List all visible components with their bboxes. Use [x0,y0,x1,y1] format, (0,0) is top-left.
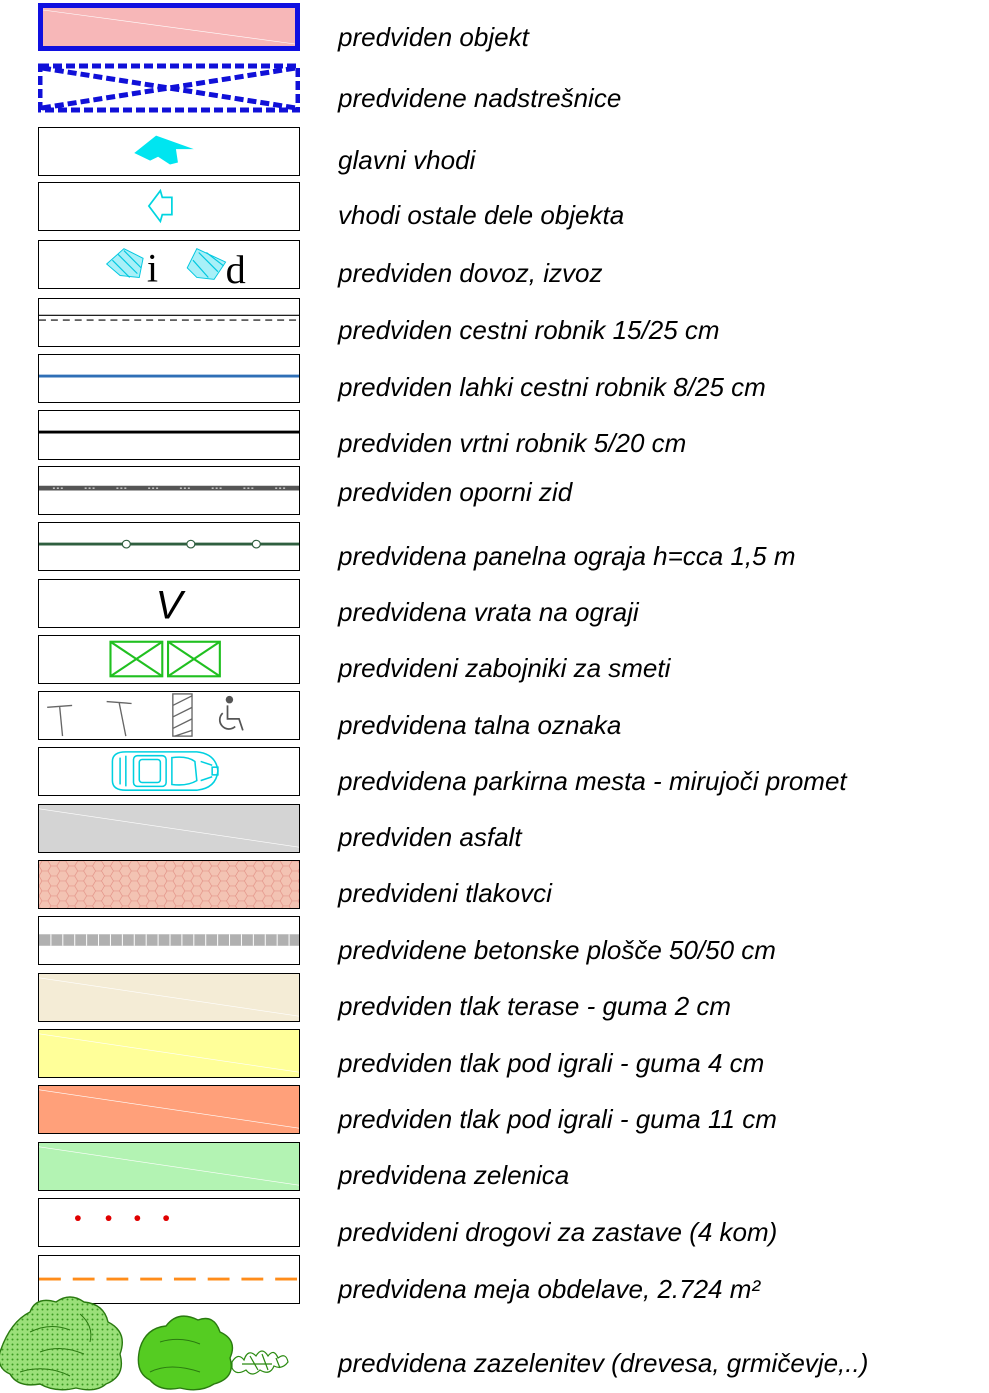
gate-letter: V [156,582,186,627]
legend-label: predviden lahki cestni robnik 8/25 cm [338,372,766,402]
legend-label: predvidena vrata na ograji [338,597,639,627]
symbol-panelna-ograja [38,522,300,571]
legend-label: predvideni zabojniki za smeti [338,653,671,683]
arrow-solid-icon [134,135,194,165]
symbol-oporni-zid [38,466,300,515]
symbol-cestni-robnik [38,298,300,347]
legend-label: predvideni drogovi za zastave (4 kom) [338,1217,778,1247]
symbol-lahki-robnik [38,354,300,403]
symbol-asfalt [38,804,300,853]
legend-label: predviden asfalt [338,822,522,852]
symbol-vrata: V [38,579,300,628]
symbol-terasa [38,973,300,1022]
legend-label: predvidene nadstrešnice [338,83,622,113]
legend-label: predviden tlak terase - guma 2 cm [338,991,732,1021]
symbol-drogovi [38,1198,300,1247]
legend-label: predvidena talna oznaka [338,710,622,740]
legend-label: predvidena zazelenitev (drevesa, grmičev… [338,1348,869,1378]
symbol-vhodi-ostale [38,182,300,231]
legend-label: predviden tlak pod igrali - guma 4 cm [338,1048,765,1078]
bin-icon [109,640,221,678]
legend-label: predvidene betonske plošče 50/50 cm [338,935,776,965]
legend-label: predvidena panelna ograja h=cca 1,5 m [338,541,796,571]
symbol-parkirna-mesta [38,747,300,796]
legend-label: predviden tlak pod igrali - guma 11 cm [338,1104,777,1134]
symbol-vrtni-robnik [38,410,300,460]
arrow-hatched-icon [105,248,144,278]
symbol-guma-11 [38,1085,300,1134]
legend-label: predviden vrtni robnik 5/20 cm [338,428,687,458]
legend-label: predviden cestni robnik 15/25 cm [338,315,720,345]
legend-label: predviden dovoz, izvoz [338,258,603,288]
symbol-dovoz: i d [38,240,300,289]
legend-label: predvideni tlakovci [338,878,552,908]
tree-shrub-icon [0,1296,289,1391]
symbol-objekt [38,3,300,51]
dovoz-in-text: i [147,245,158,288]
symbol-betonske-plosce [38,916,300,965]
symbol-talna-oznaka [38,691,300,740]
arrow-outline-icon [147,188,173,224]
symbol-meja-obdelave [38,1255,300,1304]
symbol-zelenica [38,1142,300,1191]
legend-label: glavni vhodi [338,145,476,175]
symbol-zabojniki [38,635,300,684]
symbol-nadstresnice [38,63,300,113]
legend-label: predviden objekt [338,22,529,52]
wheelchair-icon [218,695,244,731]
legend-label: predviden oporni zid [338,477,573,507]
symbol-guma-4 [38,1029,300,1078]
dovoz-out-text: d [226,247,246,288]
symbol-glavni-vhod [38,127,300,176]
legend-label: predvidena meja obdelave, 2.724 m² [338,1274,761,1304]
arrow-hatched-icon [186,248,227,280]
legend-label: vhodi ostale dele objekta [338,200,625,230]
legend-label: predvidena parkirna mesta - mirujoči pro… [338,766,847,796]
symbol-tlakovci [38,860,300,909]
legend-label: predvidena zelenica [338,1160,570,1190]
car-icon [111,751,219,791]
